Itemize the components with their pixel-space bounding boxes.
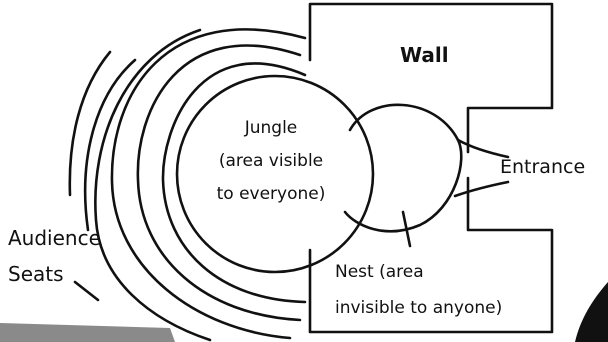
seats-arc-3 (110, 28, 307, 340)
jungle-circle (175, 74, 375, 274)
audience-label-line2: Seats (8, 262, 64, 286)
seats-arc-4 (94, 28, 212, 342)
nest-circle (343, 103, 463, 233)
wall-top-outline (308, 2, 554, 154)
jungle-label-line2: (area visible (218, 151, 324, 171)
seats-arc-6 (68, 50, 112, 197)
nest-divider (401, 210, 412, 248)
entrance-opening (453, 138, 510, 198)
audience-label-line1: Audience (8, 226, 101, 250)
wall-label: Wall (400, 43, 449, 67)
corner-shape (575, 282, 608, 342)
nest-label-line2: invisible to anyone) (335, 298, 503, 318)
jungle-label-line1: Jungle (244, 118, 298, 138)
jungle-label-line3: to everyone) (216, 184, 326, 204)
seats-arc-1 (161, 62, 307, 304)
seats-arc-2 (136, 44, 302, 322)
nest-label-line1: Nest (area (335, 262, 424, 282)
wall-bottom-outline (308, 176, 554, 334)
seats-arc-5 (83, 58, 137, 232)
entrance-label: Entrance (500, 156, 586, 178)
seats-pointer (73, 280, 100, 302)
bottom-band (0, 323, 175, 342)
